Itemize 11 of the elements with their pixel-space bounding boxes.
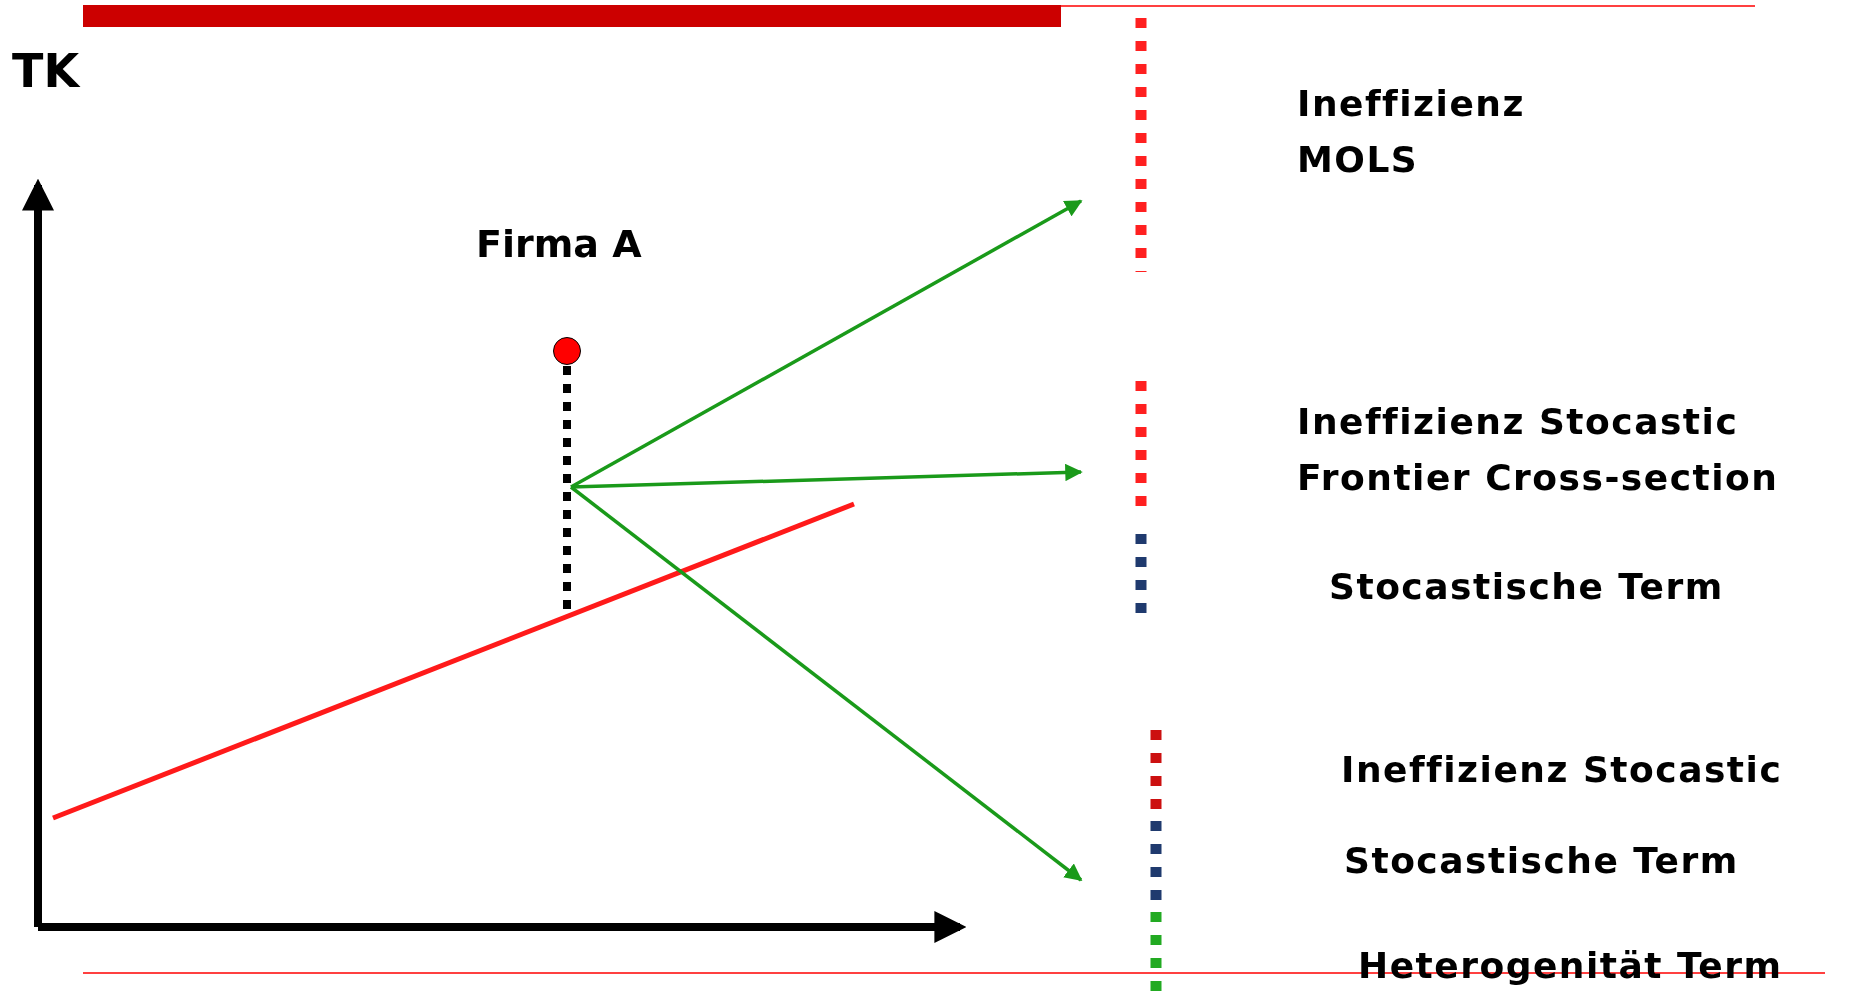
data-point [553,337,581,365]
term-label: Ineffizienz MOLS [1297,82,1526,182]
term-label: Ineffizienz Stocastic [1341,748,1784,792]
term-label: Ineffizienz Stocastic Frontier Cross-section [1297,400,1780,500]
point-label: Firma A [476,221,642,268]
term-label: Stocastische Term [1344,839,1740,883]
axis-label: TK [12,43,80,100]
term-label: Stocastische Term [1329,565,1725,609]
arrow [570,463,1083,489]
arrow [570,199,1083,489]
arrow [569,485,1083,882]
